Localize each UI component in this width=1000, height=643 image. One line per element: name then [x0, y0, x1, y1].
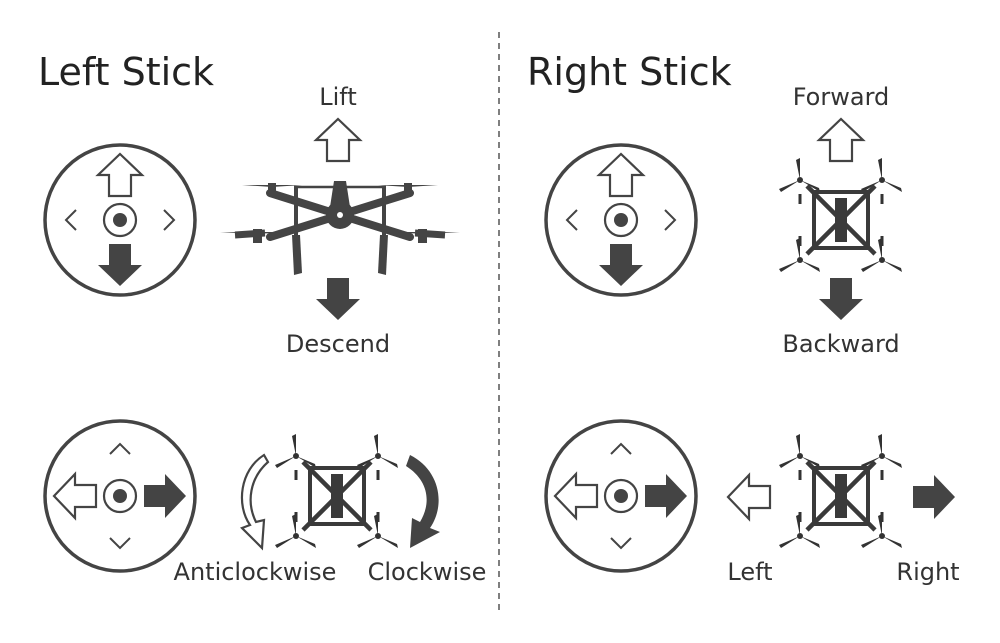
right-stick-title: Right Stick: [527, 50, 732, 94]
forward-arrow-icon: [817, 117, 865, 163]
right-stick-panel: Right Stick Forward Backward Left Right: [527, 50, 960, 586]
left-stick-yaw-icon: [43, 419, 197, 573]
descend-label: Descend: [286, 330, 390, 358]
lift-arrow-icon: [314, 117, 362, 163]
left-arrow-icon: [726, 473, 772, 521]
right-label: Right: [896, 558, 959, 586]
clockwise-arrow-icon: [406, 455, 440, 548]
drone-side-view-icon: [220, 181, 460, 275]
backward-label: Backward: [782, 330, 899, 358]
left-label: Left: [727, 558, 772, 586]
left-stick-panel: Left Stick Lift: [38, 50, 486, 586]
backward-arrow-icon: [819, 278, 863, 320]
forward-label: Forward: [793, 83, 890, 111]
right-stick-pitch-icon: [544, 143, 698, 297]
right-stick-roll-icon: [544, 419, 698, 573]
drone-top-view-icon: [779, 158, 902, 272]
anticlockwise-label: Anticlockwise: [174, 558, 337, 586]
drone-top-view-icon: [779, 434, 902, 548]
right-arrow-icon: [913, 475, 955, 519]
left-stick-throttle-icon: [43, 143, 197, 297]
left-stick-title: Left Stick: [38, 50, 214, 94]
lift-label: Lift: [319, 83, 356, 111]
clockwise-label: Clockwise: [368, 558, 487, 586]
drone-top-view-icon: [275, 434, 398, 548]
descend-arrow-icon: [316, 278, 360, 320]
anticlockwise-arrow-icon: [240, 453, 270, 551]
